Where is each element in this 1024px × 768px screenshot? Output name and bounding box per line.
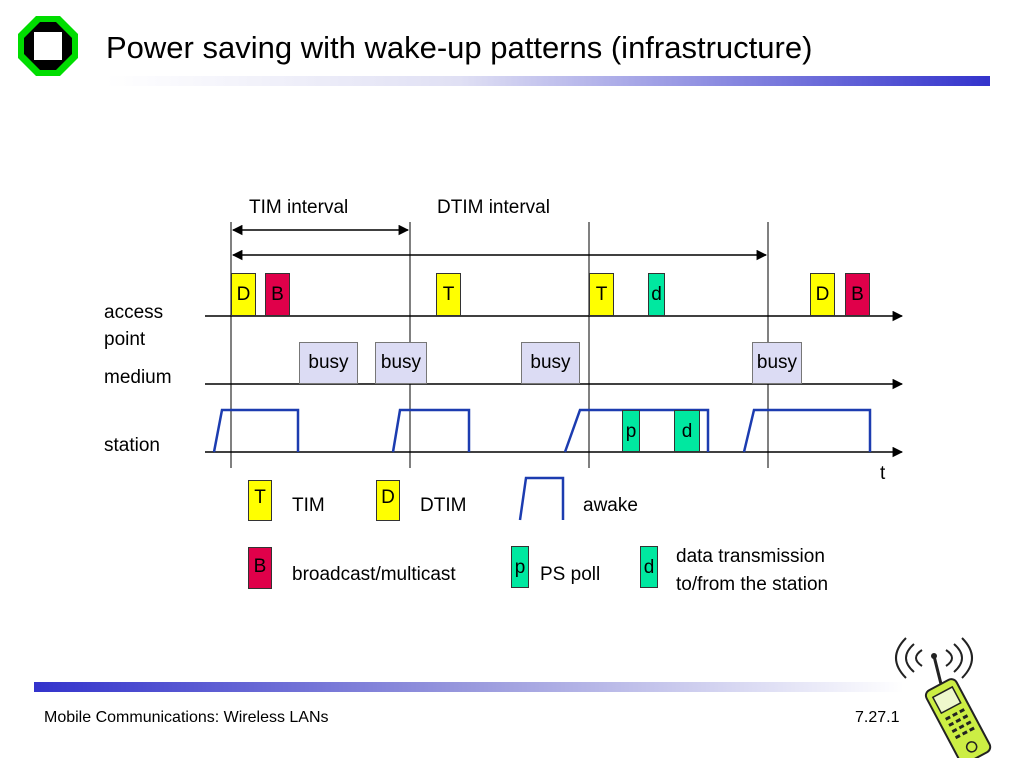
busy-period: busy: [521, 342, 580, 384]
footer-left-text: Mobile Communications: Wireless LANs: [44, 709, 329, 726]
time-axis-label: t: [880, 463, 886, 484]
legend-data-symbol: d: [640, 546, 658, 588]
station-label: station: [104, 435, 160, 456]
legend-dtim-symbol: D: [376, 480, 400, 521]
legend-dtim-label: DTIM: [420, 495, 467, 516]
legend-broadcast-label: broadcast/multicast: [292, 564, 456, 585]
awake-period: [212, 408, 300, 453]
tim-frame: T: [589, 273, 614, 316]
legend-data-label-line2: to/from the station: [676, 574, 829, 595]
legend-data-label-line1: data transmission: [676, 546, 825, 567]
dtim-frame: D: [231, 273, 256, 316]
slide-number: 7.27.1: [855, 709, 900, 726]
busy-period: busy: [375, 342, 427, 384]
page-title: Power saving with wake-up patterns (infr…: [106, 30, 813, 65]
access-point-label: access point: [104, 302, 164, 350]
busy-period: busy: [752, 342, 802, 384]
legend-awake-symbol: [518, 476, 565, 521]
dtim-frame: D: [810, 273, 835, 316]
busy-period: busy: [299, 342, 358, 384]
footer-accent-bar: [34, 682, 904, 692]
legend-tim-label: TIM: [292, 495, 325, 516]
tim-frame: T: [436, 273, 461, 316]
ps-poll-frame: p: [622, 410, 640, 452]
awake-period: [563, 408, 710, 453]
awake-period: [742, 408, 872, 453]
title-accent-bar: [106, 76, 990, 86]
broadcast-frame: B: [265, 273, 290, 316]
data-frame: d: [648, 273, 665, 316]
legend-pspoll-symbol: p: [511, 546, 529, 588]
mobile-phone-icon: [884, 628, 994, 765]
medium-label: medium: [104, 367, 172, 388]
university-logo-icon: [18, 16, 78, 76]
legend-awake-label: awake: [583, 495, 638, 516]
legend-tim-symbol: T: [248, 480, 272, 521]
broadcast-frame: B: [845, 273, 870, 316]
awake-period: [391, 408, 471, 453]
legend-broadcast-symbol: B: [248, 547, 272, 589]
dtim-interval-label: DTIM interval: [437, 197, 550, 218]
legend-pspoll-label: PS poll: [540, 564, 601, 585]
data-frame: d: [674, 410, 700, 452]
tim-interval-label: TIM interval: [249, 197, 349, 218]
